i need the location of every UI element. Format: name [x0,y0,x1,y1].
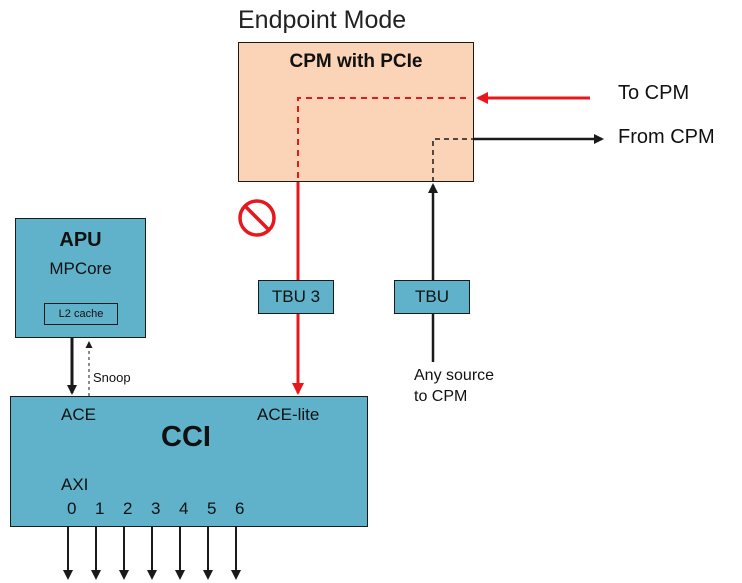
diagram-title: Endpoint Mode [238,6,407,34]
axi-port-0: 0 [67,499,77,518]
to-cpm-label: To CPM [618,82,690,104]
cci-box: ACE CCI ACE-lite AXI 0 1 2 3 4 5 6 [10,396,368,527]
apu-subtitle: MPCore [49,259,112,278]
l2-cache-box: L2 cache [44,303,118,325]
axi-port-3: 3 [151,499,161,518]
cpm-label: CPM with PCIe [289,51,423,72]
cpm-box: CPM with PCIe [238,42,474,182]
any-source-label-line2: to CPM [414,388,468,405]
axi-port-2: 2 [123,499,133,518]
cci-ace-label: ACE [61,405,96,424]
axi-port-6: 6 [235,499,245,518]
any-source-label-line1: Any source [414,367,495,384]
apu-box: APU MPCore L2 cache [15,218,146,338]
tbu-label: TBU [415,287,449,306]
cci-title: CCI [161,421,211,453]
prohibited-icon [238,199,276,237]
cpm-internal-black-dashed [432,138,474,182]
axi-port-5: 5 [207,499,217,518]
axi-port-1: 1 [95,499,105,518]
tbu3-box: TBU 3 [258,280,334,314]
cpm-internal-red-dashed [297,97,466,182]
from-cpm-label: From CPM [618,126,715,148]
cci-ace-lite-label: ACE-lite [257,405,320,424]
apu-title: APU [59,229,102,251]
tbu3-label: TBU 3 [271,287,321,306]
cci-axi-label: AXI [61,475,89,494]
axi-port-4: 4 [179,499,189,518]
snoop-label: Snoop [93,370,131,385]
tbu-box: TBU [394,280,470,314]
